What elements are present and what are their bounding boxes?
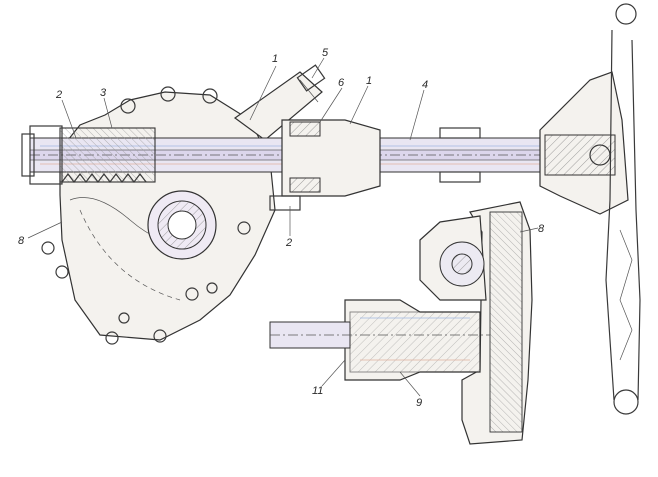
- label-8-right: 8: [538, 223, 545, 235]
- label-6: 6: [338, 77, 345, 89]
- housing-bolt-2: [160, 86, 176, 102]
- housing-bolt-7: [153, 329, 167, 343]
- label-2-bottom: 2: [285, 237, 292, 249]
- output-shaft: [269, 299, 490, 381]
- label-9: 9: [416, 397, 422, 409]
- part-labels: 2 3 1 5 6 1 4 2 8 8 9 11: [18, 47, 545, 409]
- sector-gear: [147, 190, 217, 260]
- steering-wheel-hub: [539, 71, 629, 215]
- label-2-top: 2: [55, 89, 62, 101]
- lower-side-housing: [419, 201, 533, 445]
- adjusting-boss: [233, 64, 326, 141]
- housing-bolt-5: [55, 265, 69, 279]
- housing-bolt-1: [120, 98, 136, 114]
- label-1-right: 1: [366, 75, 372, 87]
- housing-bolt-11: [206, 282, 218, 294]
- label-8-left: 8: [18, 235, 25, 247]
- housing-bolt-9: [237, 221, 251, 235]
- housing-bolt-6: [105, 331, 119, 345]
- label-4: 4: [422, 79, 428, 91]
- housing-bolt-3: [202, 88, 218, 104]
- label-5: 5: [322, 47, 329, 59]
- label-3: 3: [100, 87, 107, 99]
- label-11: 11: [312, 385, 323, 397]
- leader-lines: [27, 57, 539, 397]
- label-1-left: 1: [272, 53, 278, 65]
- housing-bolt-8: [185, 287, 199, 301]
- column-bearing-housing: [269, 119, 481, 211]
- steering-wheel-rim: [605, 3, 641, 415]
- housing-bolt-10: [118, 312, 130, 324]
- housing-bolt-4: [41, 241, 55, 255]
